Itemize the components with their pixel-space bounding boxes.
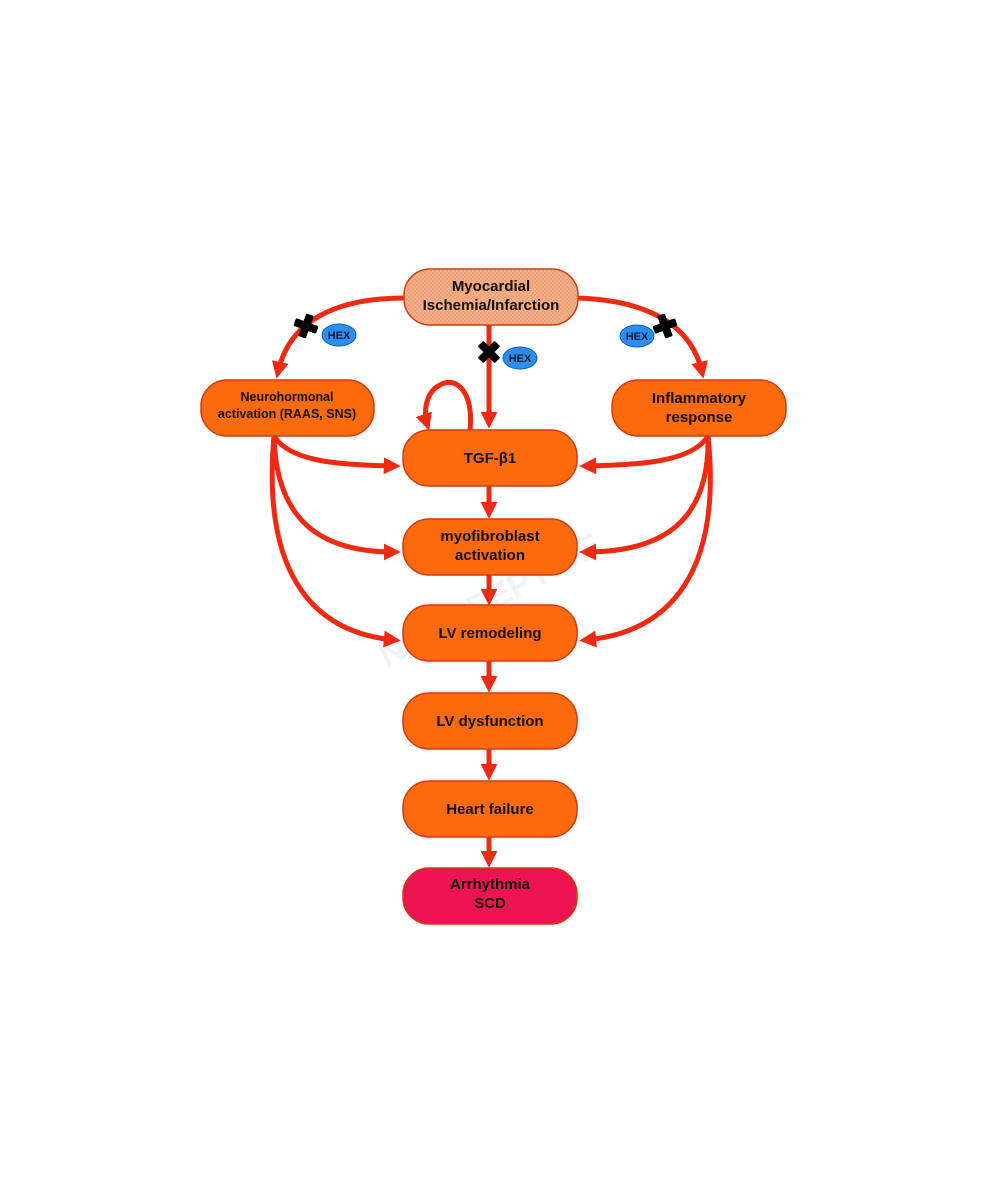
svg-text:SCD: SCD <box>474 895 506 912</box>
hex-badge-center: HEX <box>502 346 538 370</box>
arrow-inflammatory-to-myofibroblast <box>579 433 711 561</box>
arrow-inflammatory-to-remodeling <box>579 433 713 648</box>
node-neurohormonal-activation: Neurohormonal activation (RAAS, SNS) <box>200 379 375 437</box>
svg-text:Heart failure: Heart failure <box>446 801 534 818</box>
node-myocardial-ischemia: Myocardial Ischemia/Infarction <box>403 268 579 326</box>
svg-text:TGF-β1: TGF-β1 <box>464 450 517 467</box>
arrow-neurohormonal-to-myofibroblast <box>271 433 401 561</box>
svg-text:HEX: HEX <box>509 353 532 365</box>
inhibitor-right: HEX <box>619 313 678 348</box>
node-lv-remodeling: LV remodeling <box>402 604 578 662</box>
node-lv-dysfunction: LV dysfunction <box>402 692 578 750</box>
svg-text:LV dysfunction: LV dysfunction <box>436 713 543 730</box>
svg-text:Neurohormonal: Neurohormonal <box>240 390 333 404</box>
svg-text:myofibroblast: myofibroblast <box>440 528 539 545</box>
block-mark-icon <box>478 341 500 363</box>
svg-text:response: response <box>666 409 733 426</box>
node-myofibroblast-activation: myofibroblast activation <box>402 518 578 576</box>
svg-text:Ischemia/Infarction: Ischemia/Infarction <box>423 297 560 314</box>
svg-text:HEX: HEX <box>328 330 351 342</box>
svg-text:Inflammatory: Inflammatory <box>652 390 747 407</box>
node-arrhythmia-scd: Arrhythmia SCD <box>402 867 578 925</box>
svg-text:activation (RAAS, SNS): activation (RAAS, SNS) <box>218 407 356 421</box>
arrow-neurohormonal-to-tgf <box>271 433 401 475</box>
svg-text:Myocardial: Myocardial <box>452 278 530 295</box>
hex-badge-right: HEX <box>619 324 655 348</box>
block-mark-icon <box>652 313 678 339</box>
arrow-tgf-self-loop <box>415 379 474 433</box>
inhibitor-left: HEX <box>293 313 357 347</box>
svg-text:Arrhythmia: Arrhythmia <box>450 876 531 893</box>
arrow-myocardial-to-neurohormonal <box>271 295 408 379</box>
block-mark-icon <box>293 313 319 339</box>
node-heart-failure: Heart failure <box>402 780 578 838</box>
node-inflammatory-response: Inflammatory response <box>611 379 787 437</box>
hex-badge-left: HEX <box>321 323 357 347</box>
svg-text:HEX: HEX <box>626 331 649 343</box>
node-tgf-beta1: TGF-β1 <box>402 429 578 487</box>
arrow-neurohormonal-to-remodeling <box>269 433 401 648</box>
svg-text:LV remodeling: LV remodeling <box>438 625 541 642</box>
arrow-inflammatory-to-tgf <box>579 433 711 475</box>
svg-text:activation: activation <box>455 547 525 564</box>
inhibitor-center: HEX <box>478 341 538 370</box>
